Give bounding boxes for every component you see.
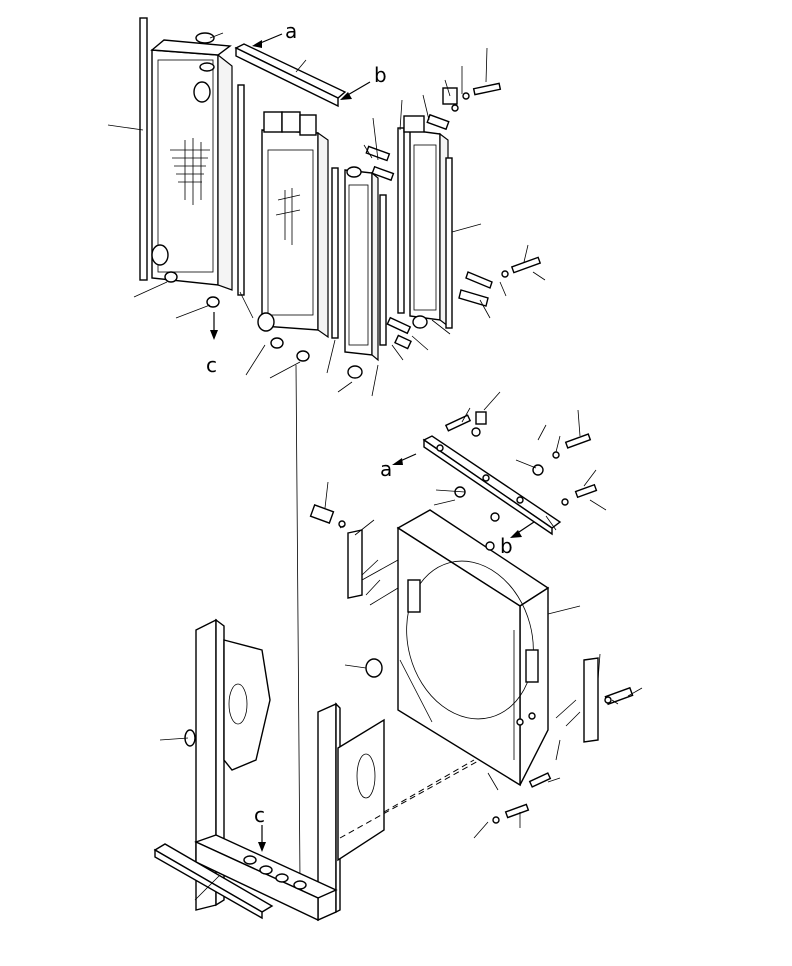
- radiator-core-large: [139, 17, 245, 308]
- callout-a-mid: a: [380, 453, 417, 481]
- callout-b-mid: b: [500, 521, 535, 558]
- callout-b-top: b: [340, 63, 387, 100]
- radiator-core-middle: [257, 111, 329, 362]
- oil-cooler-core: [331, 166, 387, 379]
- callout-b-mid-label: b: [500, 534, 513, 558]
- leader-lines-top: [107, 32, 546, 881]
- callout-c-top-label: c: [206, 353, 217, 377]
- callout-a-mid-label: a: [380, 457, 392, 481]
- callout-c-top: c: [206, 312, 218, 377]
- top-brackets-and-bolts: [234, 43, 542, 350]
- callout-c-bottom: c: [254, 803, 266, 852]
- shroud-upper-bracket: [422, 435, 562, 536]
- callout-a-top: a: [252, 19, 297, 48]
- shroud-bolts: [309, 411, 598, 528]
- callout-c-bottom-label: c: [254, 803, 265, 827]
- callout-b-top-label: b: [374, 63, 387, 87]
- callout-a-top-label: a: [285, 19, 297, 43]
- radiator-support-frame: [153, 618, 385, 922]
- assembly-phantom-lines: [339, 559, 481, 839]
- leader-lines-middle: [324, 391, 643, 839]
- aftercooler-core: [397, 115, 453, 329]
- fan-shroud: [396, 509, 550, 787]
